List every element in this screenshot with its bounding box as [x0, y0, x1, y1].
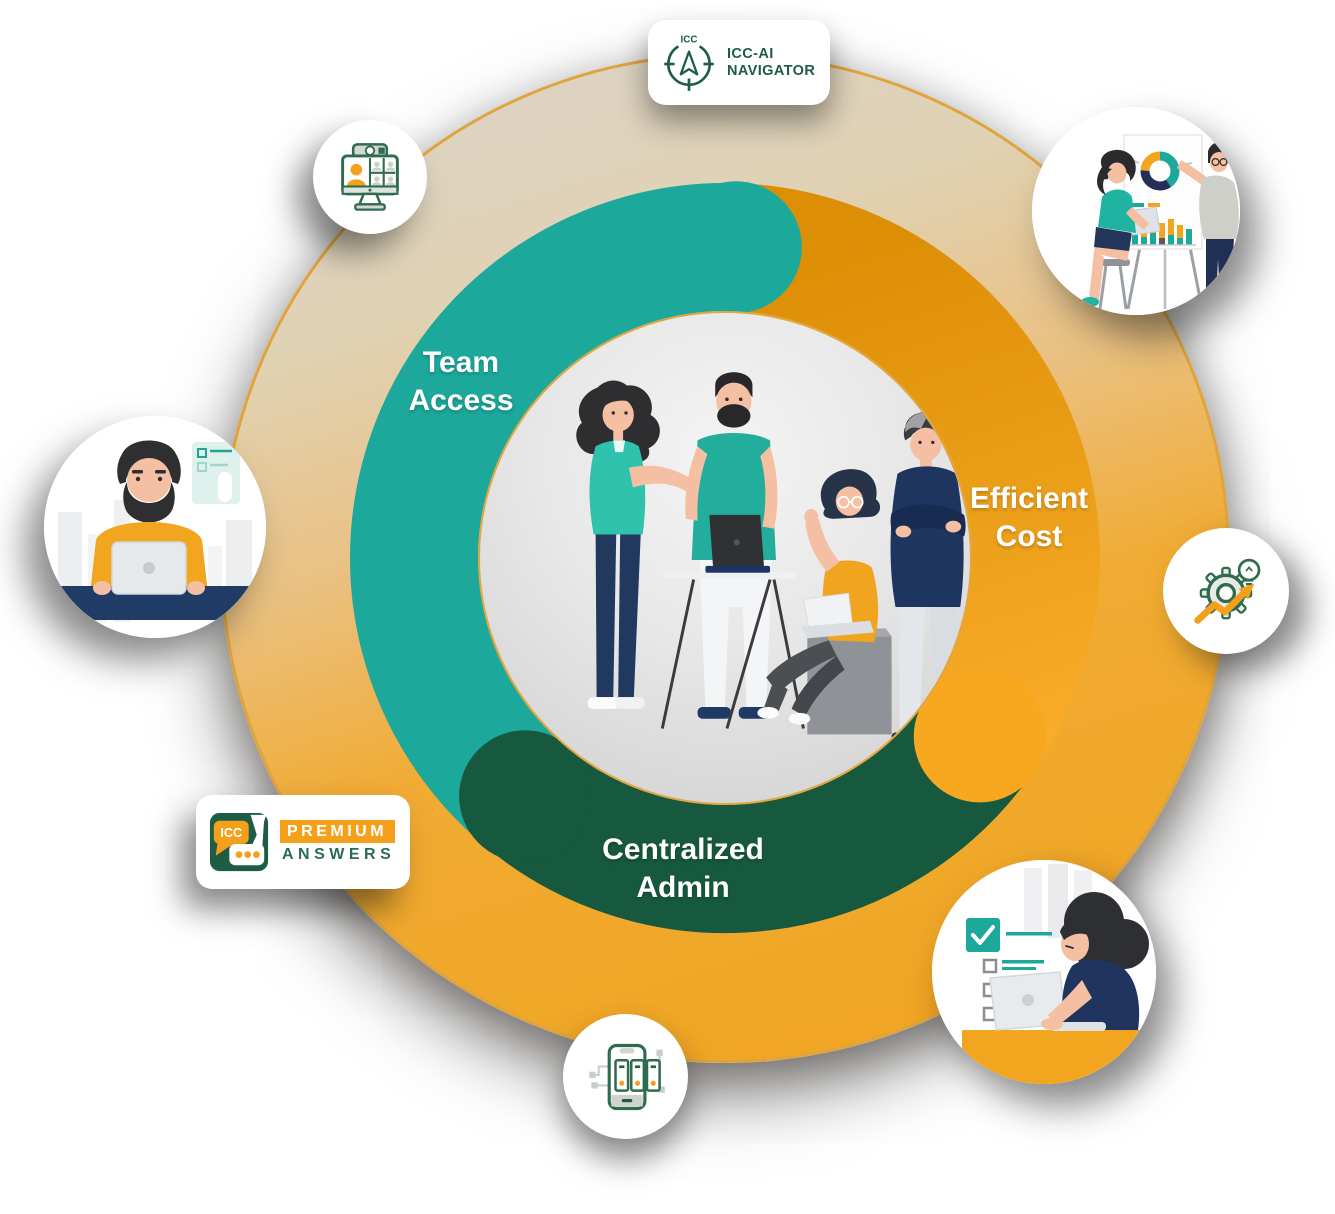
navigator-title-line1: ICC-AI [727, 45, 774, 62]
ring-segment-efficient-cost [732, 183, 1100, 774]
label-line: Cost [995, 520, 1063, 553]
sitting-woman-orange [757, 469, 892, 735]
icc-premium-answers-badge: ICC PREMIUM ANSWERS [196, 795, 410, 889]
logo-icc-text: ICC [220, 826, 242, 840]
compass-icc-label: ICC [681, 34, 698, 45]
video-conference-icon [341, 143, 399, 211]
gear-lightbulb-growth-icon [1194, 558, 1261, 624]
icc-ai-navigator-badge: ICC ICC-AI NAVIGATOR [648, 20, 830, 105]
ring-segment-team-access [350, 183, 739, 846]
mobile-apps-icon [588, 1043, 665, 1110]
woman-checklist-illustration [932, 860, 1156, 1084]
label-centralized-admin: Centralized Admin [553, 831, 813, 907]
mobile-apps-icon-circle [563, 1014, 688, 1139]
center-illustration-circle [478, 311, 972, 805]
teal-segment-cap [669, 181, 802, 314]
video-conference-icon-circle [313, 120, 427, 234]
label-line: Efficient [969, 482, 1089, 515]
label-line: Team [422, 346, 500, 379]
green-segment-cap [459, 730, 592, 863]
document-card [192, 442, 240, 504]
label-line: Centralized [602, 833, 764, 866]
man-laptop-illustration-circle [44, 416, 266, 638]
speech-bubbles-logo: ICC [209, 812, 269, 872]
ring-segment-centralized-admin [483, 698, 1033, 933]
premium-label: PREMIUM [280, 820, 396, 843]
label-efficient-cost: Efficient Cost [914, 480, 1144, 556]
man-working-illustration [44, 416, 266, 638]
presentation-charts-illustration [1032, 107, 1240, 315]
presenter-man [1177, 142, 1239, 309]
label-team-access: Team Access [346, 344, 576, 420]
efficiency-icon-circle [1163, 528, 1289, 654]
navigator-title-line2: NAVIGATOR [727, 62, 816, 79]
standing-woman-teal [576, 380, 705, 709]
woman [1041, 892, 1149, 1031]
team-collaboration-illustration [576, 372, 966, 745]
label-line: Admin [636, 871, 730, 904]
seated-woman [1081, 149, 1161, 310]
presentation-illustration-circle [1032, 107, 1240, 315]
standing-man-navy [890, 412, 966, 745]
label-line: Access [408, 384, 514, 417]
answers-label: ANSWERS [282, 846, 396, 863]
compass-icon: ICC [664, 34, 714, 91]
woman-checklist-illustration-circle [932, 860, 1156, 1084]
